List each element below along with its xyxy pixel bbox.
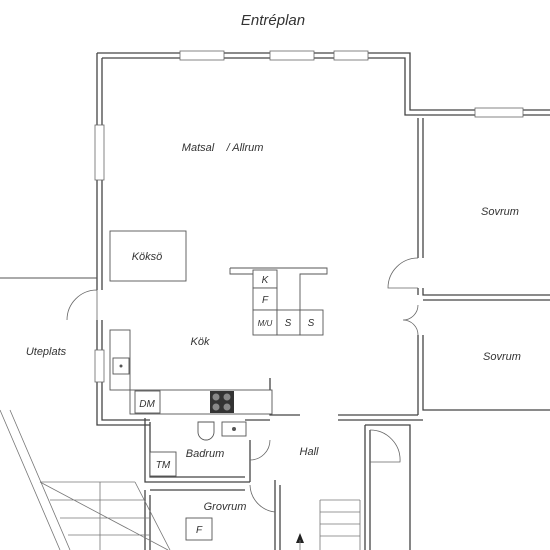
sink-drain [119,364,123,368]
room-label-bathroom: Badrum [186,448,225,460]
washing-machine [149,451,177,477]
windows [94,50,524,383]
fixture-label-microwave-oven: M/U [258,319,273,328]
doors [66,257,419,513]
up-arrow-icon [296,533,304,543]
microwave-oven [252,309,278,336]
cabinet-2 [299,309,324,336]
burner-2 [223,393,231,401]
wall-top [97,52,550,111]
fixtures [109,230,328,541]
wall-bathroom-inner [149,422,245,478]
room-label-utility: Grovrum [204,501,247,513]
wall-kitchen-right [269,378,300,416]
room-label-matsal: Matsal [182,142,215,154]
fixture-label-cabinet-2: S [308,318,315,329]
door-entrance [369,429,401,463]
room-label-kitchen-island: Köksö [132,251,163,263]
wall-entrance [365,424,411,550]
stair-ramp [0,409,71,550]
stairs [0,409,361,550]
cooktop [210,391,234,413]
toilet [197,421,215,441]
room-label-bedroom-2: Sovrum [483,351,521,363]
patio-stairs [39,481,171,550]
door-bathroom [249,439,271,461]
window-top-1 [179,50,225,61]
kitchen-island [109,230,187,282]
door-bedroom-1 [387,257,419,289]
dishwasher [134,390,161,414]
room-label-kitchen: Kök [191,336,210,348]
fixture-label-dishwasher: DM [139,399,155,410]
wall-bedroom-lower-inner [422,335,550,411]
window-kitchen [94,349,105,383]
entrance-stairs [319,499,361,550]
fixture-label-cabinet-1: S [285,318,292,329]
fixture-label-dryer: F [196,525,203,536]
wall-bathroom [144,418,250,483]
door-bedroom-2 [402,304,419,336]
burner-3 [212,403,220,411]
plan-title: Entréplan [241,12,305,29]
room-label-patio: Uteplats [26,346,67,358]
bathroom-sink-drain [232,427,236,431]
fixture-label-freezer: F [262,295,269,306]
burner-1 [212,393,220,401]
window-top-2 [269,50,315,61]
column-outline [229,267,328,312]
room-label-allrum: / Allrum [226,142,264,154]
window-bedroom [474,107,524,118]
wall-top-inner [102,57,550,116]
fixture-label-fridge: K [262,275,270,286]
window-top-3 [333,50,369,61]
room-label-hall: Hall [300,446,320,458]
labels: Entréplan Matsal / Allrum Sovrum Sovrum … [26,12,521,536]
dryer [185,517,213,541]
door-utility [249,484,276,513]
room-label-bedroom-1: Sovrum [481,206,519,218]
door-patio [66,289,98,321]
burner-4 [223,403,231,411]
window-left [94,124,105,181]
wall-bedroom-split [422,288,550,296]
fixture-label-washing-machine: TM [156,460,171,471]
